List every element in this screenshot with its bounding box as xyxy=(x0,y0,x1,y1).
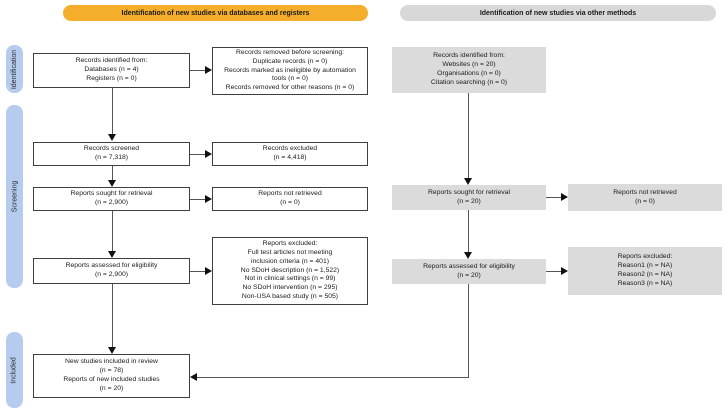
arrow-sought-to-assessed-line xyxy=(112,211,113,251)
box-reports-assessed-other: Reports assessed for eligibility (n = 20… xyxy=(392,259,546,284)
stage-label-included-text: Included xyxy=(11,356,18,384)
arrow-sought-other-to-notretrieved-arrowhead xyxy=(561,193,568,201)
box-reports-excluded-other: Reports excluded: Reason1 (n = NA) Reaso… xyxy=(568,247,722,295)
stage-label-screening-text: Screening xyxy=(11,180,18,213)
arrow-identified-to-screened-arrowhead xyxy=(108,134,116,141)
arrow-sought-to-assessed-arrowhead xyxy=(108,251,116,258)
box-reports-not-retrieved: Reports not retrieved (n = 0) xyxy=(212,187,368,211)
banner-other-methods: Identification of new studies via other … xyxy=(400,5,716,21)
arrow-screened-to-excluded-line xyxy=(190,154,205,155)
arrow-sought-other-to-notretrieved-line xyxy=(546,197,561,198)
box-reports-excluded: Reports excluded: Full test articles not… xyxy=(212,237,368,305)
arrow-identified-other-to-sought-line xyxy=(468,93,469,178)
arrow-identified-other-to-sought-arrowhead xyxy=(464,178,472,185)
arrow-sought-to-notretrieved-line xyxy=(190,199,205,200)
arrow-sought-other-to-assessed-line xyxy=(468,210,469,252)
box-reports-sought-other: Reports sought for retrieval (n = 20) xyxy=(392,185,546,210)
arrow-screened-to-sought-arrowhead xyxy=(108,180,116,187)
box-reports-assessed: Reports assessed for eligibility (n = 2,… xyxy=(33,258,190,284)
arrow-assessed-to-reportsexcluded-arrowhead xyxy=(205,267,212,275)
connector-assessed-other-to-included-arrowhead xyxy=(190,373,197,381)
arrow-sought-other-to-assessed-arrowhead xyxy=(464,252,472,259)
arrow-assessed-to-included-arrowhead xyxy=(108,347,116,354)
box-records-excluded: Records excluded (n = 4,418) xyxy=(212,142,368,166)
arrow-identified-to-screened-line xyxy=(112,88,113,134)
box-records-identified-databases: Records identified from: Databases (n = … xyxy=(33,53,190,88)
stage-label-identification-text: Identification xyxy=(11,49,18,89)
arrow-assessed-other-to-excluded-arrowhead xyxy=(561,267,568,275)
arrow-assessed-to-included-line xyxy=(112,284,113,347)
box-records-identified-other: Records identified from: Websites (n = 2… xyxy=(392,47,546,93)
arrow-identified-to-removed-arrowhead xyxy=(205,66,212,74)
arrow-screened-to-excluded-arrowhead xyxy=(205,150,212,158)
box-included-studies: New studies included in review (n = 78) … xyxy=(33,354,190,398)
banner-databases-registers: Identification of new studies via databa… xyxy=(63,5,368,21)
arrow-sought-to-notretrieved-arrowhead xyxy=(205,195,212,203)
connector-assessed-other-to-included-vertical xyxy=(468,284,469,377)
arrow-identified-to-removed-line xyxy=(190,70,205,71)
stage-label-identification: Identification xyxy=(6,45,23,93)
stage-label-screening: Screening xyxy=(6,105,23,288)
stage-label-included: Included xyxy=(6,332,23,408)
box-records-screened: Records screened (n = 7,318) xyxy=(33,142,190,166)
arrow-assessed-to-reportsexcluded-line xyxy=(190,271,205,272)
box-reports-not-retrieved-other: Reports not retrieved (n = 0) xyxy=(568,184,722,211)
arrow-screened-to-sought-line xyxy=(112,166,113,180)
box-reports-sought: Reports sought for retrieval (n = 2,900) xyxy=(33,187,190,211)
arrow-assessed-other-to-excluded-line xyxy=(546,271,561,272)
connector-assessed-other-to-included-horizontal xyxy=(197,377,469,378)
box-records-removed-before-screening: Records removed before screening: Duplic… xyxy=(212,47,368,95)
